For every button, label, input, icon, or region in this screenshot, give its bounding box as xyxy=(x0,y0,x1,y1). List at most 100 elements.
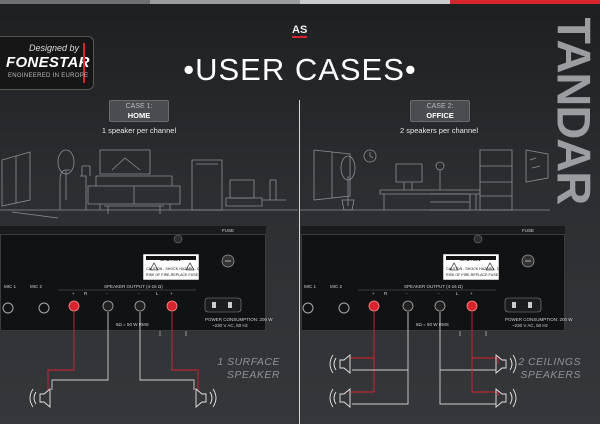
right-negative-terminal-icon xyxy=(402,300,414,312)
power-pin xyxy=(528,302,532,308)
amplifier-rear-panel-case-2 xyxy=(301,234,565,331)
power-inlet-icon xyxy=(504,297,542,313)
wire-white xyxy=(439,312,496,405)
case-2-subtitle: 2 speakers per channel xyxy=(400,126,478,135)
mic-1-label: MIC 1 xyxy=(4,284,17,289)
page-title: •USER CASES• xyxy=(183,52,417,87)
speaker-icon xyxy=(195,388,217,408)
right-positive-terminal-icon xyxy=(368,300,380,312)
caution-title: CAUTION xyxy=(160,257,181,262)
wire-red xyxy=(171,312,199,390)
power-pin xyxy=(228,302,232,308)
wire-red xyxy=(471,312,499,396)
amplifier-connectors-case-2 xyxy=(302,234,542,336)
color-bar-segment-accent xyxy=(450,0,600,4)
left-positive-terminal-icon xyxy=(466,300,478,312)
case-1-wiring xyxy=(29,312,217,408)
channel-r-label: R xyxy=(384,291,388,296)
speaker-output-label: SPEAKER OUTPUT (4-16 Ω) xyxy=(404,284,463,289)
amp-foot xyxy=(459,331,487,336)
screw-icon xyxy=(473,234,483,244)
case-divider xyxy=(299,100,300,424)
mic-2-jack-icon xyxy=(38,302,50,314)
wire-red xyxy=(349,312,375,396)
wire-white xyxy=(352,312,409,405)
case-2-label: CASE 2: OFFICE xyxy=(410,100,470,122)
power-consumption-label: POWER CONSUMPTION: 200 W xyxy=(205,317,273,322)
mic-1-jack-icon xyxy=(2,302,14,314)
caution-label-strip xyxy=(446,256,496,260)
brand-name: FONESTAR xyxy=(6,54,90,71)
case-2-title: OFFICE xyxy=(426,111,454,120)
power-inlet-icon xyxy=(204,297,242,313)
fuse-label: FUSE xyxy=(222,228,235,233)
caution-warning-2: RISK OF FIRE-REPLACE FUSE AS MARKED xyxy=(446,273,521,277)
case-2-caption: 2 CEILINGS SPEAKERS xyxy=(495,356,581,382)
designed-by-text: Designed by xyxy=(28,43,79,53)
power-consumption-label: POWER CONSUMPTION: 200 W xyxy=(505,317,573,322)
caution-warning-1: CAUTION - SHOCK HAZARD - DO NOT OPEN xyxy=(446,267,523,271)
polarity-minus: - xyxy=(406,291,408,296)
caution-title: CAUTION xyxy=(460,257,481,262)
warning-icon xyxy=(449,262,459,271)
polarity-minus: - xyxy=(138,291,140,296)
channel-r-label: R xyxy=(84,291,88,296)
amplifier-rear-panel-case-1 xyxy=(0,234,266,331)
polarity-minus: - xyxy=(438,291,440,296)
office-room-illustration xyxy=(300,149,550,211)
warning-icon xyxy=(485,262,495,271)
case-2-caption-line-1: 2 CEILINGS xyxy=(518,356,581,368)
amplifier-connectors-case-1 xyxy=(2,234,242,336)
color-bar-segment xyxy=(150,0,300,4)
channel-l-label: L xyxy=(456,291,459,296)
power-pin xyxy=(212,302,216,308)
left-positive-terminal-icon xyxy=(166,300,178,312)
channel-l-label: L xyxy=(156,291,159,296)
polarity-plus: + xyxy=(470,291,473,296)
color-bar-segment xyxy=(0,0,150,4)
polarity-minus: - xyxy=(106,291,108,296)
speaker-output-label: SPEAKER OUTPUT (4-16 Ω) xyxy=(104,284,163,289)
right-negative-terminal-icon xyxy=(102,300,114,312)
speaker-icon xyxy=(495,388,517,408)
left-negative-terminal-icon xyxy=(134,300,146,312)
speaker-icon xyxy=(495,354,517,374)
case-1-subtitle: 1 speaker per channel xyxy=(101,126,177,135)
amp-top-edge xyxy=(301,226,565,234)
power-voltage-label: ~230 V AC, 50 Hz xyxy=(212,323,248,328)
case-1-title: HOME xyxy=(127,111,151,120)
standard-side-label: STANDARD xyxy=(548,18,600,204)
fuse-label: FUSE xyxy=(522,228,535,233)
caution-label-strip xyxy=(146,256,196,260)
power-pin xyxy=(512,302,516,308)
case-2-caption-line-2: SPEAKERS xyxy=(520,369,581,381)
speaker-icon xyxy=(329,388,351,408)
amp-top-edge xyxy=(0,226,266,234)
power-voltage-label: ~230 V AC, 50 Hz xyxy=(512,323,548,328)
warning-icon xyxy=(149,262,159,271)
mic-1-jack-icon xyxy=(302,302,314,314)
mic-2-label: MIC 2 xyxy=(30,284,43,289)
caution-warning-1: CAUTION - SHOCK HAZARD - DO NOT OPEN xyxy=(146,267,223,271)
brand-accent-bar xyxy=(83,43,85,83)
case-2-number: CASE 2: xyxy=(426,103,454,110)
case-2-wiring xyxy=(329,312,517,408)
mic-2-jack-icon xyxy=(338,302,350,314)
brand-badge: Designed by FONESTAR ENGINEERED IN EUROP… xyxy=(0,36,94,90)
case-1-caption-line-2: SPEAKER xyxy=(226,369,280,381)
rms-label: 8Ω = 50 W RMS xyxy=(416,322,449,327)
warning-icon xyxy=(185,262,195,271)
mic-1-label: MIC 1 xyxy=(304,284,317,289)
color-bar-segment xyxy=(300,0,450,4)
rms-label: 8Ω = 50 W RMS xyxy=(116,322,149,327)
case-1-label: CASE 1: HOME xyxy=(109,100,169,122)
wire-white xyxy=(51,312,109,390)
right-positive-terminal-icon xyxy=(68,300,80,312)
mic-2-label: MIC 2 xyxy=(330,284,343,289)
wire-white xyxy=(139,312,195,390)
polarity-plus: + xyxy=(170,291,173,296)
caution-warning-2: RISK OF FIRE-REPLACE FUSE AS MARKED xyxy=(146,273,221,277)
case-1-caption: 1 SURFACE SPEAKER xyxy=(200,356,280,382)
as-logo: AS xyxy=(292,24,308,38)
